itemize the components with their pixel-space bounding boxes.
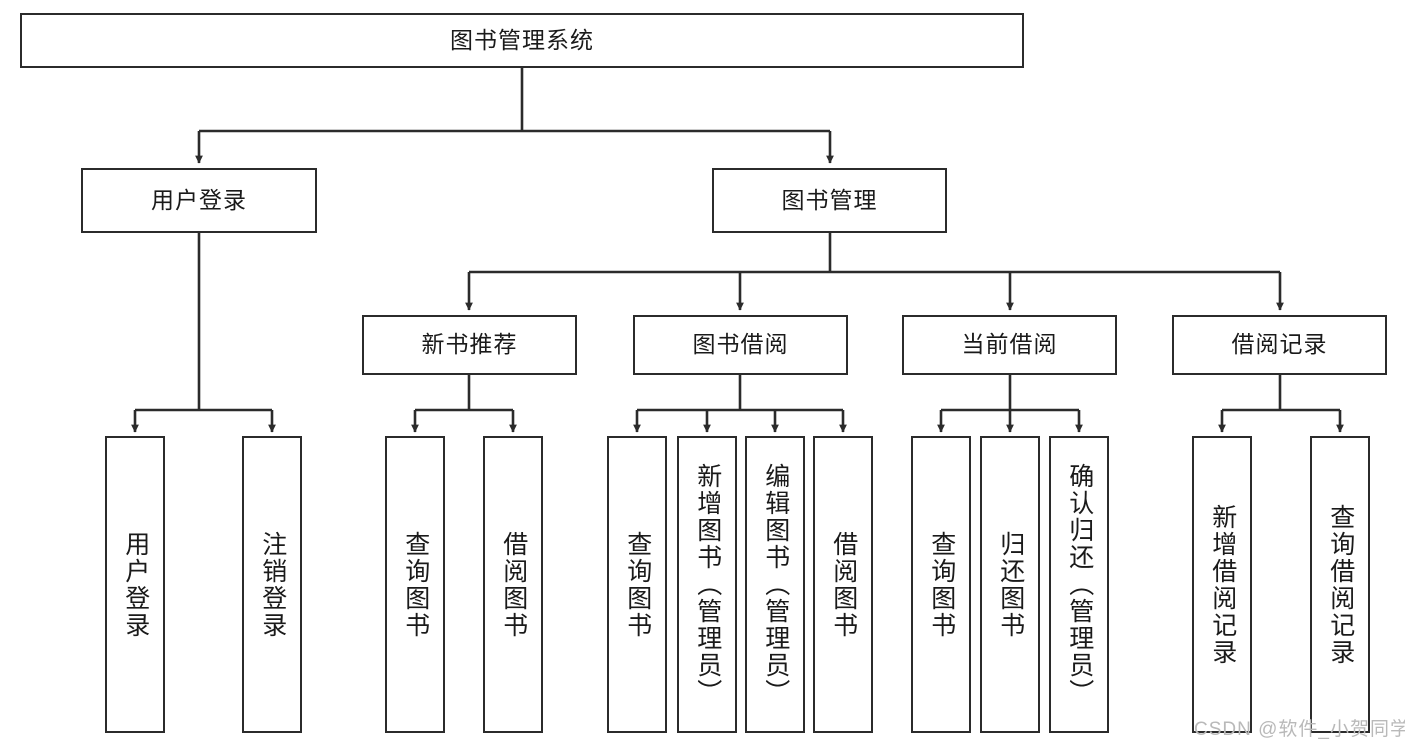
node-book-manage-label: 图书管理 [781,186,878,213]
node-leaf-add-book-label: 新增图书（管理员） [693,463,722,706]
node-book-borrow-label: 图书借阅 [692,331,789,358]
node-leaf-query-book-1-label: 查询图书 [401,530,430,639]
node-leaf-query-record[interactable]: 查询借阅记录 [1310,436,1370,733]
node-leaf-query-book-2[interactable]: 查询图书 [607,436,667,733]
node-leaf-confirm-return-label: 确认归还（管理员） [1065,463,1094,706]
node-leaf-logout-login-label: 注销登录 [258,530,287,639]
node-book-borrow[interactable]: 图书借阅 [633,315,848,375]
node-leaf-query-record-label: 查询借阅记录 [1326,503,1355,666]
node-leaf-add-record-label: 新增借阅记录 [1208,503,1237,666]
node-leaf-query-book-3[interactable]: 查询图书 [911,436,971,733]
node-leaf-logout-login[interactable]: 注销登录 [242,436,302,733]
node-leaf-query-book-1[interactable]: 查询图书 [385,436,445,733]
node-leaf-add-record[interactable]: 新增借阅记录 [1192,436,1252,733]
node-leaf-return-book[interactable]: 归还图书 [980,436,1040,733]
node-root[interactable]: 图书管理系统 [20,13,1024,68]
node-borrow-record[interactable]: 借阅记录 [1172,315,1387,375]
node-book-manage[interactable]: 图书管理 [712,168,947,233]
node-leaf-edit-book-label: 编辑图书（管理员） [761,463,790,706]
node-leaf-borrow-book-2-label: 借阅图书 [829,530,858,639]
node-new-book-recommend-label: 新书推荐 [421,331,518,358]
node-leaf-borrow-book-1[interactable]: 借阅图书 [483,436,543,733]
node-leaf-edit-book[interactable]: 编辑图书（管理员） [745,436,805,733]
node-user-login-label: 用户登录 [151,186,247,213]
node-leaf-return-book-label: 归还图书 [996,530,1025,639]
node-current-borrow-label: 当前借阅 [961,331,1058,358]
node-borrow-record-label: 借阅记录 [1231,331,1328,358]
node-leaf-add-book[interactable]: 新增图书（管理员） [677,436,737,733]
node-root-label: 图书管理系统 [450,26,594,53]
node-leaf-user-login-label: 用户登录 [121,530,150,639]
node-new-book-recommend[interactable]: 新书推荐 [362,315,577,375]
node-leaf-borrow-book-2[interactable]: 借阅图书 [813,436,873,733]
node-user-login[interactable]: 用户登录 [81,168,317,233]
csdn-watermark: CSDN @软件_小贺同学 [1194,719,1405,740]
node-leaf-query-book-2-label: 查询图书 [623,530,652,639]
node-leaf-user-login[interactable]: 用户登录 [105,436,165,733]
node-leaf-borrow-book-1-label: 借阅图书 [499,530,528,639]
node-current-borrow[interactable]: 当前借阅 [902,315,1117,375]
node-leaf-query-book-3-label: 查询图书 [927,530,956,639]
node-leaf-confirm-return[interactable]: 确认归还（管理员） [1049,436,1109,733]
